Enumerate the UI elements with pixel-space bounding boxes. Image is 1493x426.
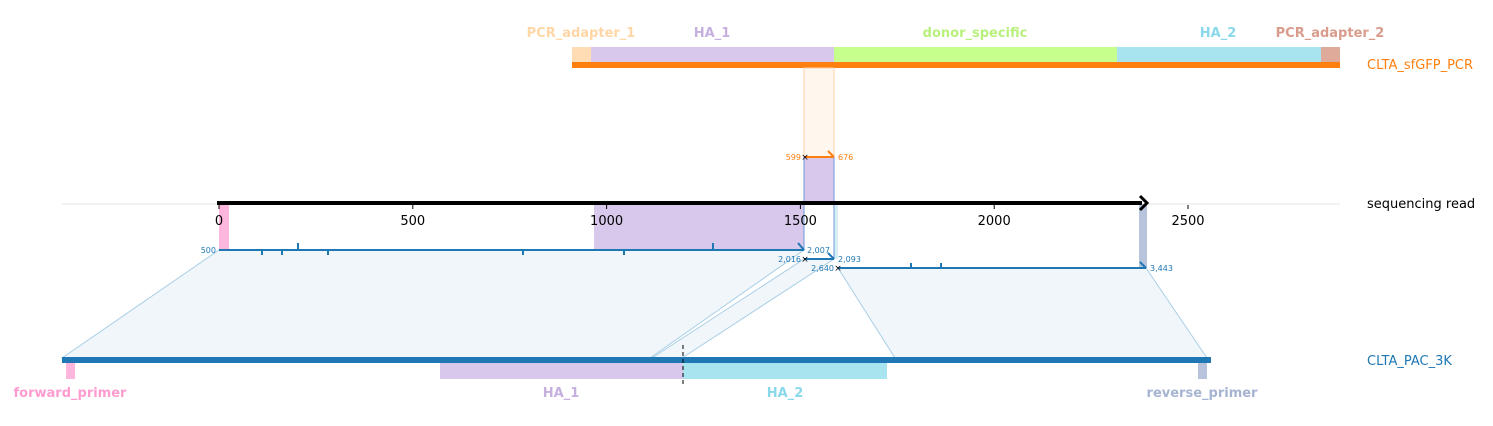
pac-track-name: CLTA_PAC_3K [1367, 354, 1452, 369]
read-arrow-head [1138, 194, 1150, 212]
pac-label-forward_primer: forward_primer [14, 386, 128, 401]
alignment-3-start-marker: × [801, 255, 809, 265]
pcr-feature-PCR_adapter_1 [572, 47, 591, 63]
alignments: 500 2,007 × 599 676 × 2,016 2,093 × 2,64… [201, 150, 1173, 274]
alignment-1-mismatches [261, 243, 714, 255]
read-axis-tick-label: 0 [215, 214, 223, 229]
pcr-feature-donor_specific [834, 47, 1117, 63]
pcr-feature-HA_2 [1117, 47, 1321, 63]
pac-label-reverse_primer: reverse_primer [1147, 386, 1259, 401]
alignment-3-start: 2,016 [778, 255, 801, 264]
alignment-4-start: 2,640 [811, 264, 834, 273]
alignment-3-arrowhead [827, 252, 835, 260]
alignment-2-end: 676 [838, 153, 853, 162]
pcr-feature-HA_1 [591, 47, 834, 63]
read-feature-HA_1-lower [594, 204, 804, 250]
pcr-track-name: CLTA_sfGFP_PCR [1367, 58, 1473, 73]
alignment-1-end: 2,007 [807, 246, 830, 255]
pcr-track: PCR_adapter_1 HA_1 donor_specific HA_2 P… [527, 26, 1473, 73]
alignment-2-arrowhead [827, 150, 835, 158]
alignment-4-end: 3,443 [1150, 264, 1173, 273]
pcr-label-HA_1: HA_1 [694, 26, 731, 41]
pcr-label-PCR_adapter_1: PCR_adapter_1 [527, 26, 636, 41]
pac-track: forward_primer HA_1 HA_2 reverse_primer … [14, 345, 1452, 401]
pac-feature-HA_2 [683, 363, 887, 379]
pcr-label-PCR_adapter_2: PCR_adapter_2 [1276, 26, 1385, 41]
alignment-4-arrowhead [1139, 261, 1147, 269]
read-track-name: sequencing read [1367, 197, 1475, 212]
pac-connection-band-3 [837, 267, 1208, 359]
read-axis-tick-label: 2000 [978, 214, 1011, 229]
pac-feature-forward_primer [66, 363, 75, 379]
read-feature-reverse_primer [1139, 204, 1147, 268]
pac-connections [60, 249, 1208, 359]
read-feature-HA_2-sliver [834, 204, 838, 259]
read-axis-tick-label: 1500 [784, 214, 817, 229]
read-feature-forward_primer [219, 204, 229, 250]
pcr-track-bar [572, 62, 1340, 68]
alignment-3-end: 2,093 [838, 255, 861, 264]
alignment-1-arrowhead [797, 242, 805, 251]
pcr-connection-band [803, 67, 835, 158]
alignment-2-start: 599 [786, 153, 801, 162]
alignment-4-start-marker: × [834, 264, 842, 274]
pac-feature-reverse_primer [1198, 363, 1207, 379]
read-axis-tick-label: 500 [400, 214, 425, 229]
pcr-feature-PCR_adapter_2 [1321, 47, 1340, 63]
pcr-label-donor_specific: donor_specific [923, 26, 1028, 41]
read-axis-tick-label: 2500 [1171, 214, 1204, 229]
pac-feature-HA_1 [440, 363, 683, 379]
read-axis-tick-label: 1000 [590, 214, 623, 229]
pcr-label-HA_2: HA_2 [1200, 26, 1237, 41]
pac-label-HA_1: HA_1 [543, 386, 580, 401]
alignment-4-mismatches [910, 263, 942, 268]
read-axis-ticks: 0 500 1000 1500 2000 2500 [215, 205, 1205, 229]
pac-label-HA_2: HA_2 [767, 386, 804, 401]
pac-track-bar [62, 357, 1211, 363]
read-track: 0 500 1000 1500 2000 2500 sequencing read [62, 157, 1475, 268]
read-feature-HA_1-upper [804, 157, 834, 204]
alignment-2-start-marker: × [801, 153, 809, 163]
alignment-1-start: 500 [201, 246, 216, 255]
